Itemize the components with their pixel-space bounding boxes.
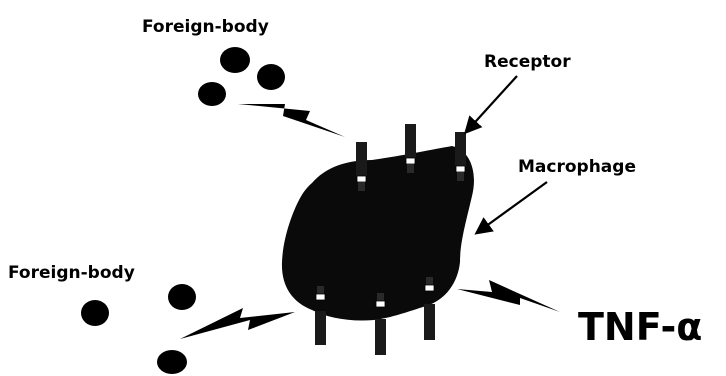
foreign-body-group-top bbox=[198, 47, 285, 106]
signal-bolt-bottom-left bbox=[180, 308, 295, 339]
signal-bolt-tnf bbox=[457, 280, 560, 312]
receptor-bottom-3 bbox=[424, 277, 435, 340]
foreign-body-particle bbox=[157, 350, 187, 374]
receptor-bottom-1 bbox=[315, 286, 326, 345]
receptor-pointer-arrow bbox=[467, 76, 517, 131]
foreign-body-label-bottom: Foreign-body bbox=[8, 263, 135, 283]
macrophage-pointer-arrow bbox=[478, 182, 547, 232]
foreign-body-group-bottom bbox=[81, 284, 196, 374]
macrophage-label: Macrophage bbox=[518, 157, 636, 177]
tnf-alpha-label: TNF-α bbox=[578, 305, 702, 349]
foreign-body-particle bbox=[168, 284, 196, 310]
foreign-body-particle bbox=[198, 82, 226, 106]
signal-bolt-top bbox=[238, 104, 345, 137]
foreign-body-particle bbox=[220, 47, 250, 73]
receptor-label: Receptor bbox=[484, 52, 571, 72]
foreign-body-particle bbox=[257, 64, 285, 90]
foreign-body-particle bbox=[81, 300, 109, 326]
receptor-bottom-2 bbox=[375, 293, 386, 355]
foreign-body-label-top: Foreign-body bbox=[142, 17, 269, 37]
